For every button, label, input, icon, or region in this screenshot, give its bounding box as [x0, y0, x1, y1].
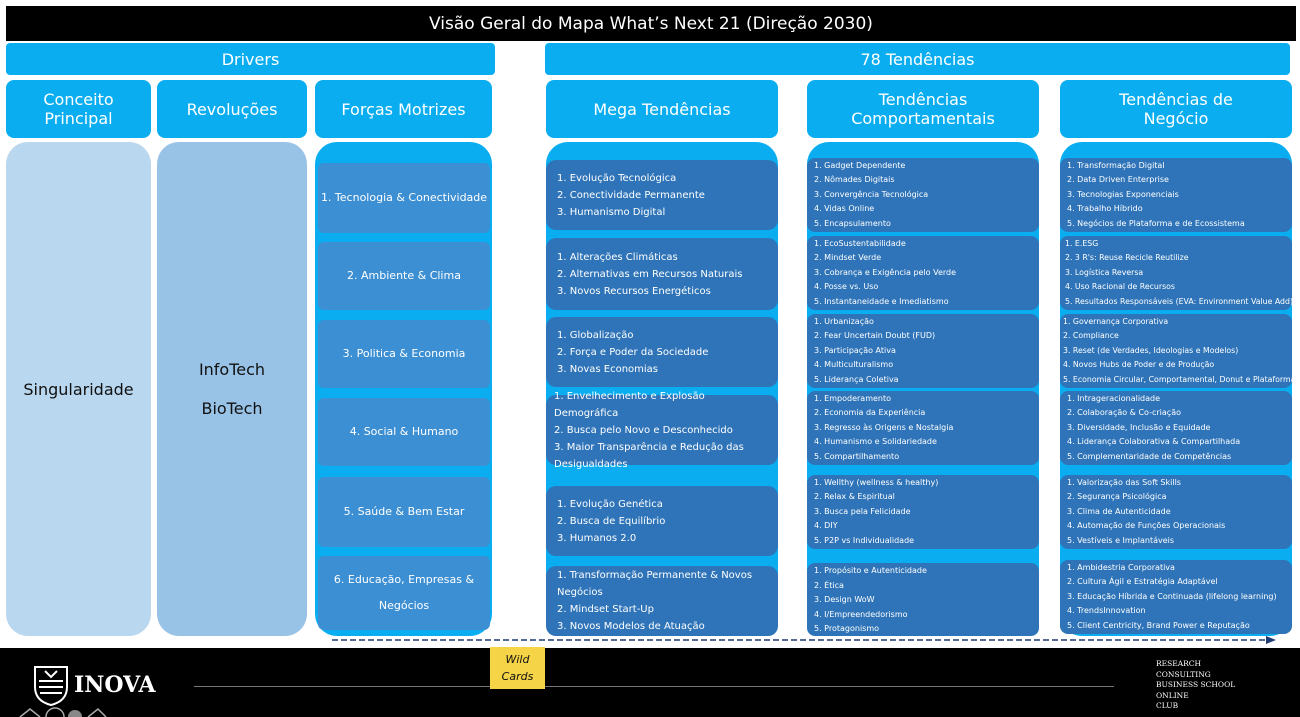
col-header-conceito: Conceito Principal [6, 80, 151, 138]
footer-bar [0, 648, 1300, 717]
page-title: Visão Geral do Mapa What’s Next 21 (Dire… [6, 6, 1296, 41]
footer-divider [194, 686, 1114, 687]
arrow-head [1266, 636, 1276, 644]
forca-item: 4. Social & Humano [318, 398, 490, 466]
service-item: BUSINESS SCHOOL [1156, 680, 1236, 689]
forca-item: 6. Educação, Empresas & Negócios [318, 556, 490, 630]
drivers-band: Drivers [6, 43, 495, 75]
inova-logo-text: INOVA [74, 672, 156, 698]
service-item: RESEARCH [1156, 659, 1202, 668]
conceito-pill: Singularidade [6, 142, 151, 636]
service-item: CLUB [1156, 701, 1179, 710]
service-item: CONSULTING [1156, 669, 1211, 679]
footer-decoration-icon [19, 707, 107, 717]
revolucao-infotech: InfoTech [198, 360, 266, 379]
col-header-mega: Mega Tendências [546, 80, 778, 138]
service-item: ONLINE [1156, 690, 1189, 700]
trends-band: 78 Tendências [545, 43, 1290, 75]
forca-item: 5. Saúde & Bem Estar [318, 477, 490, 547]
col-header-negocio: Tendências de Negócio [1060, 80, 1292, 138]
comportamentais-box: 1. Wellthy (wellness & healthy)2. Relax … [807, 475, 1039, 549]
mega-box: 1. Transformação Permanente & Novos Negó… [546, 566, 778, 636]
revolucoes-pill: InfoTech BioTech [157, 142, 307, 636]
col-header-revolucoes: Revoluções [157, 80, 307, 138]
forca-item: 2. Ambiente & Clima [318, 242, 490, 310]
forca-item: 1. Tecnologia & Conectividade [318, 163, 490, 233]
mega-box: 1. Envelhecimento e Explosão Demográfica… [546, 391, 778, 470]
revolucao-biotech: BioTech [201, 399, 263, 418]
conceito-value: Singularidade [23, 379, 134, 399]
wild-cards-note: Wild Cards [490, 647, 545, 689]
forca-item: 3. Politica & Economia [318, 320, 490, 388]
footer-services: RESEARCH CONSULTING BUSINESS SCHOOL ONLI… [1156, 659, 1235, 712]
inova-shield-icon [34, 666, 68, 707]
timeline-arrow [332, 636, 1276, 644]
col-header-forcas: Forças Motrizes [315, 80, 492, 138]
col-header-comportamentais: Tendências Comportamentais [807, 80, 1039, 138]
